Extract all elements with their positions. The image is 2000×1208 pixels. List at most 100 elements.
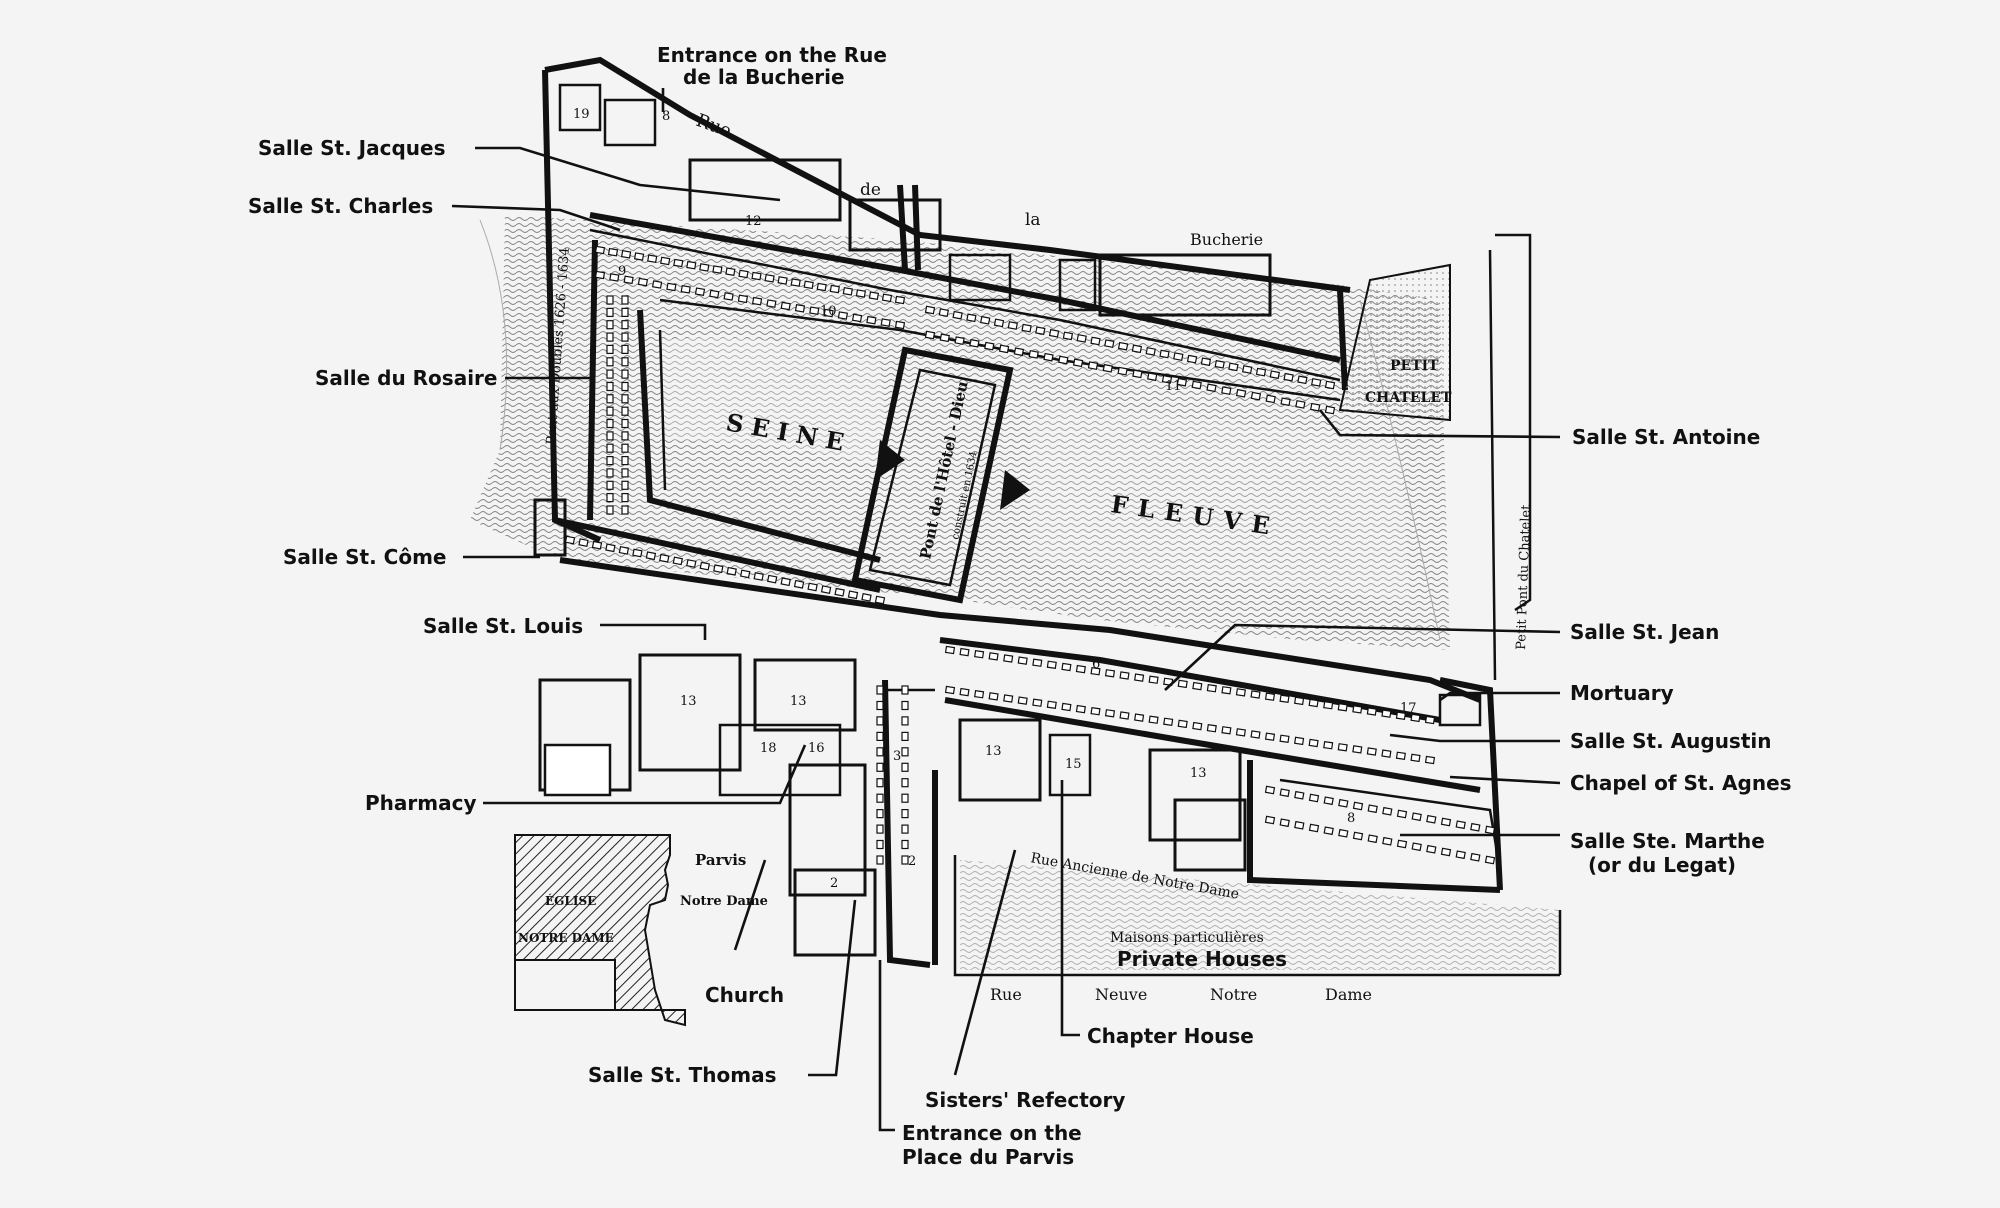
ward-bed	[1131, 344, 1143, 354]
ward-bed	[621, 394, 629, 404]
plan-number: 11	[1165, 379, 1182, 394]
ward-bed	[829, 284, 840, 294]
ward-bed	[621, 295, 629, 305]
label-salle-st-augustin: Salle St. Augustin	[1570, 729, 1772, 753]
plan-number: 15	[1065, 757, 1082, 772]
ward-bed	[876, 855, 884, 865]
ward-bed	[1021, 323, 1032, 333]
plan-number: 17	[1400, 701, 1417, 716]
ward-bed	[1308, 793, 1320, 803]
ward-bed	[659, 553, 670, 563]
ward-bed	[876, 839, 884, 850]
ward-bed	[1119, 671, 1130, 680]
ward-bed	[1075, 664, 1086, 674]
parvis-label: Parvis	[695, 851, 746, 869]
ward-bed	[1206, 723, 1217, 733]
ward-bed	[606, 468, 614, 478]
ward-bed	[621, 406, 629, 416]
ward-bed	[621, 369, 629, 379]
ward-bed	[594, 270, 606, 280]
ward-bed	[764, 273, 775, 283]
ward-bed	[790, 278, 801, 287]
ward-bed	[876, 824, 884, 834]
ward-bed	[1090, 336, 1101, 346]
ward-bed	[984, 341, 995, 351]
ward-bed	[1440, 817, 1452, 827]
ward-bed	[861, 592, 872, 602]
ward-bed	[1283, 372, 1294, 382]
ward-bed	[794, 303, 806, 313]
ward-bed	[954, 336, 965, 345]
ward-bed	[1117, 341, 1129, 351]
ward-beds	[564, 245, 1496, 865]
ward-bed	[660, 256, 671, 266]
plan-number: 2	[830, 876, 838, 891]
ward-bed	[1424, 715, 1436, 725]
ward-bed	[876, 716, 884, 726]
ward-bed	[633, 252, 645, 261]
label-salle-st-louis: Salle St. Louis	[423, 614, 583, 638]
ward-bed	[820, 585, 832, 595]
ward-bed	[1242, 365, 1253, 374]
ward-bed	[901, 808, 909, 819]
ward-bed	[1003, 694, 1014, 703]
label-sisters-refectory: Sisters' Refectory	[925, 1088, 1125, 1112]
label-salle-st-jean: Salle St. Jean	[1570, 620, 1719, 644]
ward-bed	[694, 287, 706, 297]
ward-bed	[1221, 726, 1232, 735]
ward-bed	[1279, 734, 1290, 744]
plan-number: 12	[745, 214, 762, 229]
ward-bed	[1308, 738, 1319, 748]
ward-bed	[680, 284, 691, 294]
ward-bed	[647, 254, 658, 264]
ward-bed	[901, 716, 909, 726]
ward-bed	[1366, 707, 1377, 716]
ward-bed	[944, 685, 956, 695]
label-salle-st-thomas: Salle St. Thomas	[588, 1063, 777, 1087]
ward-bed	[623, 275, 634, 285]
ward-bed	[609, 273, 620, 282]
ward-bed	[988, 692, 999, 701]
plan-number: 6	[1092, 657, 1100, 672]
ward-bed	[1352, 801, 1364, 811]
ward-bed	[1177, 679, 1188, 689]
ward-bed	[807, 582, 818, 592]
ward-bed	[1323, 740, 1334, 750]
plan-number: 13	[985, 744, 1002, 759]
ward-bed	[816, 282, 827, 292]
ward-bed	[1104, 669, 1116, 678]
ward-bed	[1265, 394, 1276, 404]
ward-bed	[1280, 397, 1291, 407]
ward-bed	[723, 292, 734, 301]
ward-bed	[1294, 696, 1305, 706]
ward-bed	[1308, 698, 1319, 708]
ward-bed	[621, 456, 629, 466]
label-parvis-entrance-line1: Entrance on the	[902, 1121, 1082, 1145]
chatelet-label: CHATELET	[1365, 390, 1452, 406]
ward-bed	[1090, 666, 1101, 676]
ward-bed	[1046, 700, 1057, 710]
ward-bed	[1294, 820, 1305, 830]
ward-bed	[1250, 391, 1262, 401]
ward-bed	[1310, 402, 1321, 412]
ward-bed	[618, 545, 630, 555]
ward-bed	[1264, 732, 1276, 741]
ward-bed	[1076, 334, 1087, 343]
river-seine	[470, 215, 1450, 650]
ward-bed	[901, 700, 909, 711]
ward-bed	[606, 456, 614, 466]
label-salle-st-come: Salle St. Côme	[283, 545, 447, 569]
ward-bed	[901, 747, 909, 757]
ward-bed	[1396, 809, 1408, 819]
ward-bed	[606, 480, 614, 490]
ward-bed	[1176, 377, 1188, 387]
ward-bed	[1352, 745, 1363, 754]
ward-bed	[1426, 844, 1437, 854]
ward-bed	[621, 468, 629, 478]
ward-bed	[1090, 706, 1101, 716]
ward-bed	[1003, 654, 1014, 663]
ward-bed	[1159, 349, 1170, 359]
ward-bed	[880, 318, 891, 327]
ward-bed	[1072, 358, 1084, 368]
ward-bed	[1308, 823, 1320, 833]
